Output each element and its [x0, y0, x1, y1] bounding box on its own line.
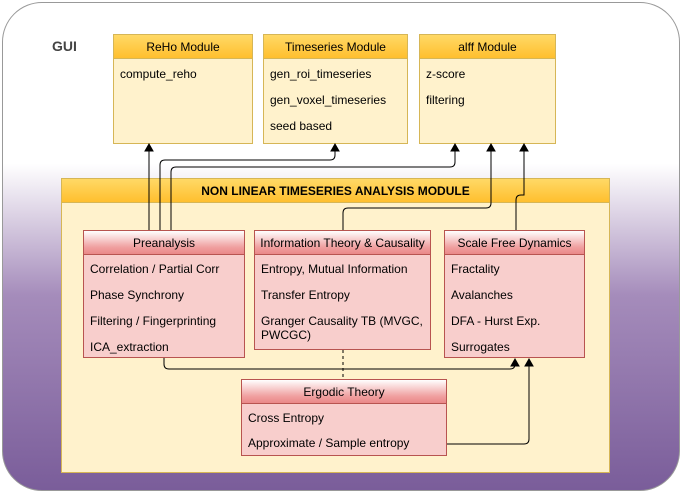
timeseries-item-voxel: gen_voxel_timeseries	[270, 93, 387, 107]
ntam-title: NON LINEAR TIMESERIES ANALYSIS MODULE	[62, 179, 609, 203]
preanalysis-item-ica: ICA_extraction	[90, 340, 169, 354]
preanalysis-title: Preanalysis	[84, 231, 244, 255]
alff-item-zscore: z-score	[426, 67, 466, 81]
ergodic-title: Ergodic Theory	[242, 380, 446, 404]
preanalysis-item-filtering: Filtering / Fingerprinting	[90, 314, 217, 328]
scale-item-dfa: DFA - Hurst Exp.	[451, 314, 541, 328]
connector-ergodic-scale	[447, 360, 530, 445]
arrowhead-alff-left	[450, 142, 460, 152]
arrowhead-alff-mid	[486, 142, 496, 152]
alff-module-title: alff Module	[420, 35, 555, 59]
info-item-transfer: Transfer Entropy	[261, 288, 350, 302]
connector-preanalysis-alff	[170, 146, 456, 230]
connector-scale-alff	[515, 146, 525, 230]
arrowhead-scale-right	[524, 357, 534, 367]
info-theory-box: Information Theory & Causality Entropy, …	[254, 230, 431, 350]
preanalysis-item-phase: Phase Synchrony	[90, 288, 185, 302]
arrowhead-scale-left	[510, 357, 520, 367]
connector-preanalysis-scale	[163, 358, 516, 370]
arrowhead-reho	[144, 142, 154, 152]
preanalysis-item-correlation: Correlation / Partial Corr	[90, 262, 220, 276]
timeseries-item-roi: gen_roi_timeseries	[270, 67, 372, 81]
connector-preanalysis-timeseries	[159, 146, 336, 230]
info-item-granger: Granger Causality TB (MVGC, PWCGC)	[261, 314, 423, 342]
ergodic-item-cross: Cross Entropy	[248, 411, 325, 425]
timeseries-module-title: Timeseries Module	[264, 35, 407, 59]
reho-module: ReHo Module compute_reho	[113, 34, 253, 144]
timeseries-module: Timeseries Module gen_roi_timeseries gen…	[263, 34, 408, 144]
gui-label: GUI	[52, 38, 77, 54]
scale-free-title: Scale Free Dynamics	[445, 231, 584, 255]
alff-module: alff Module z-score filtering	[419, 34, 556, 144]
scale-free-box: Scale Free Dynamics Fractality Avalanche…	[444, 230, 585, 358]
ergodic-item-approx: Approximate / Sample entropy	[248, 436, 410, 450]
connector-info-alff	[342, 146, 492, 230]
alff-item-filtering: filtering	[426, 93, 465, 107]
info-item-entropy: Entropy, Mutual Information	[261, 262, 408, 276]
reho-module-title: ReHo Module	[114, 35, 252, 59]
scale-item-surrogates: Surrogates	[451, 340, 510, 354]
scale-item-avalanches: Avalanches	[451, 288, 513, 302]
timeseries-item-seed: seed based	[270, 119, 333, 133]
reho-item-compute: compute_reho	[120, 67, 197, 81]
scale-item-fractality: Fractality	[451, 262, 500, 276]
ergodic-box: Ergodic Theory Cross Entropy Approximate…	[241, 379, 447, 456]
arrowhead-alff-right	[519, 142, 529, 152]
arrowhead-timeseries	[330, 142, 340, 152]
preanalysis-box: Preanalysis Correlation / Partial Corr P…	[83, 230, 245, 358]
info-theory-title: Information Theory & Causality	[255, 231, 430, 255]
